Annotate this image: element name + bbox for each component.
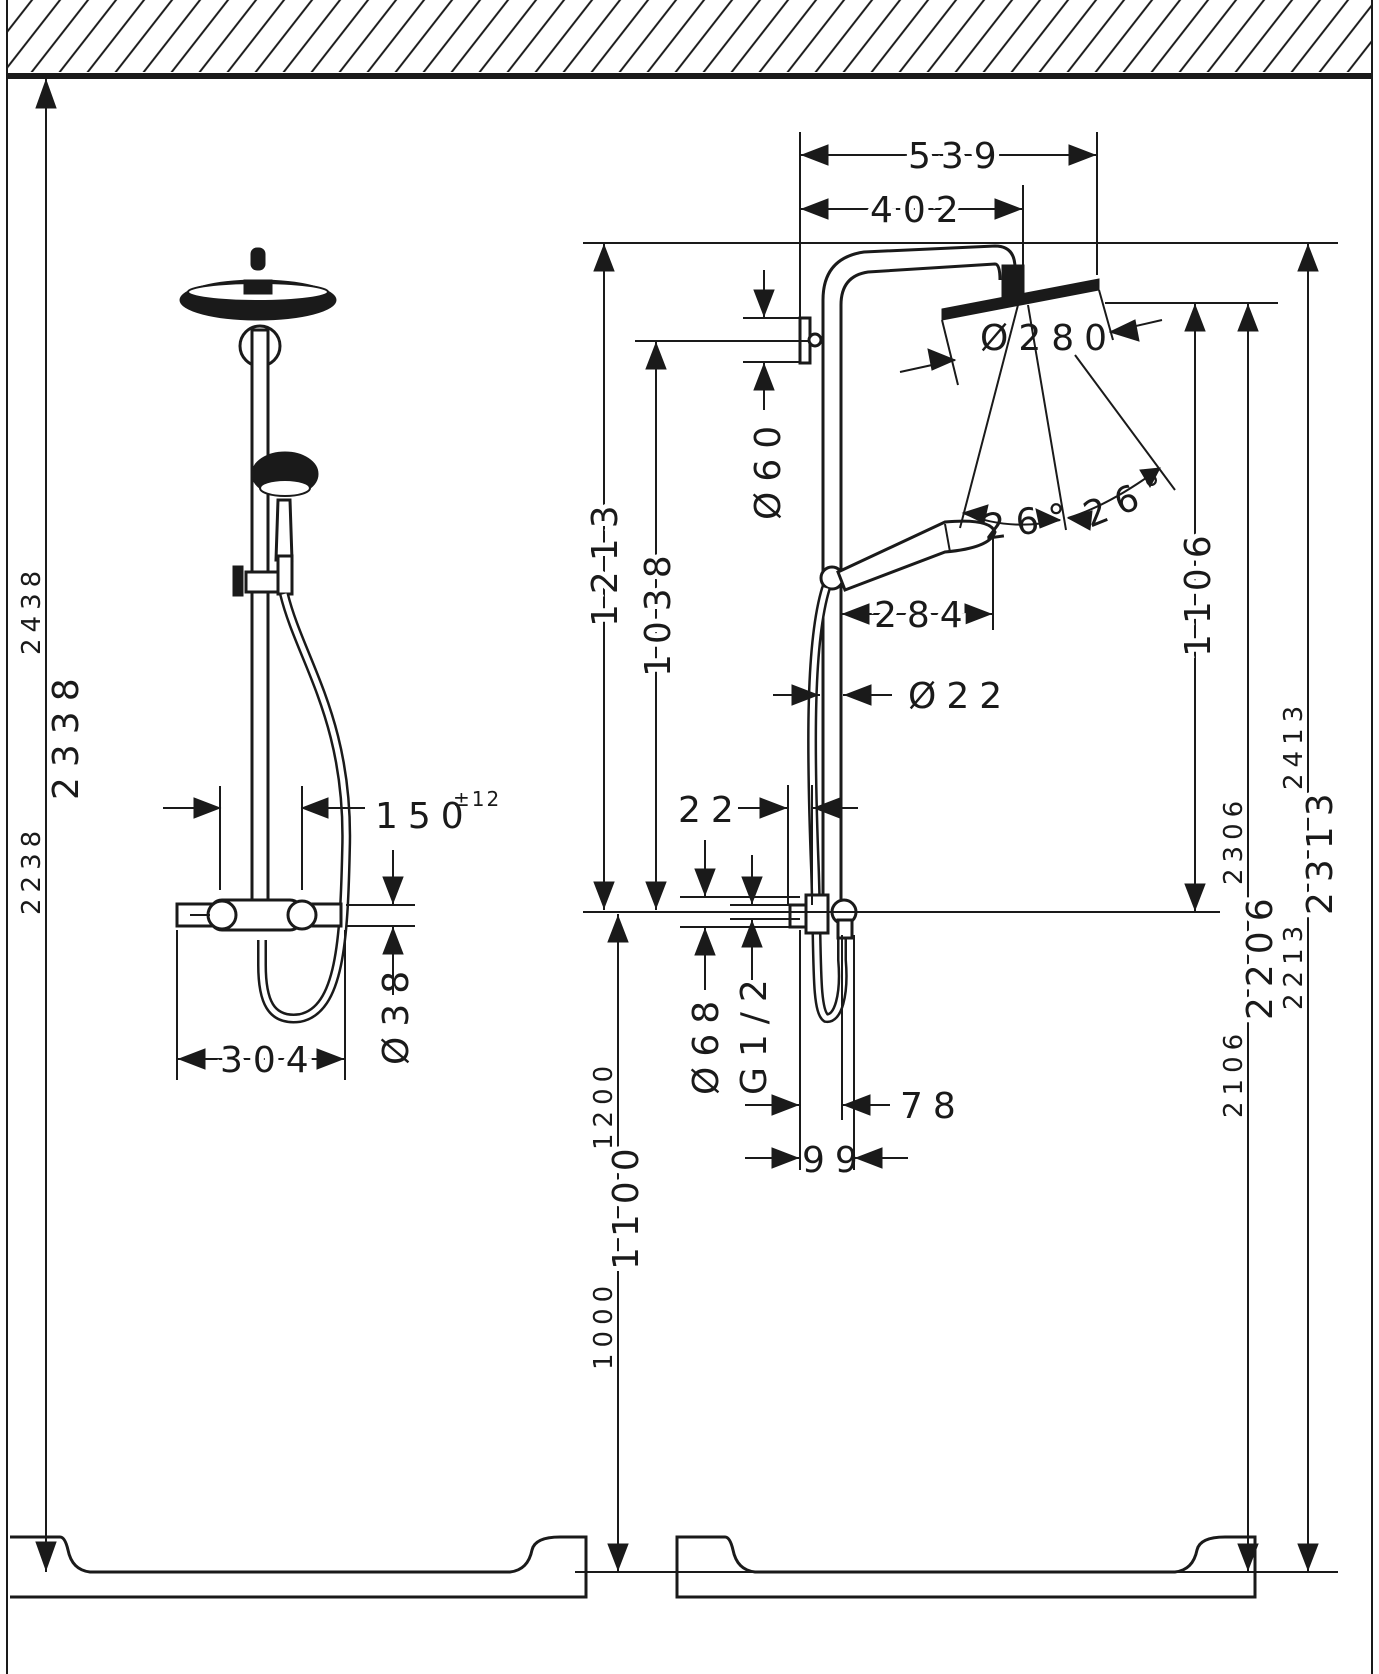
label-284: 284	[874, 595, 973, 636]
dim-width-304	[176, 930, 346, 1080]
label-angle-b: 26°	[1078, 463, 1180, 536]
dim-offset-22	[738, 785, 858, 905]
dim-dia-280	[899, 289, 1163, 386]
shower-tray-right	[675, 1535, 1257, 1599]
side-view-shower	[788, 244, 1100, 1023]
label-2106: 2106	[1219, 1028, 1249, 1118]
label-dia-68: Ø68	[686, 991, 727, 1095]
dim-spacing-150	[163, 786, 365, 890]
label-150: 150	[375, 796, 474, 837]
spray-angle-lines	[959, 304, 1176, 531]
dim-height-2206	[1237, 303, 1259, 1572]
dim-height-2313	[1297, 243, 1319, 1572]
dim-dia-68-thread	[680, 840, 800, 990]
dim-total-height	[35, 78, 57, 1572]
ceiling-hatch	[8, 0, 1371, 79]
label-150-tol: ±12	[453, 787, 501, 811]
dim-offset-78-99	[745, 930, 908, 1170]
label-2206: 2206	[1240, 888, 1281, 1020]
label-22: 22	[678, 790, 744, 831]
label-2413: 2413	[1279, 700, 1309, 790]
label-1200: 1200	[589, 1060, 619, 1150]
label-99: 99	[802, 1140, 868, 1181]
dim-dia-60	[743, 270, 800, 410]
label-g12: G1/2	[734, 969, 775, 1095]
dim-length-284	[841, 535, 994, 630]
label-dia-22: Ø22	[908, 676, 1012, 717]
front-view-shower	[175, 247, 352, 1024]
label-dia-280: Ø280	[980, 318, 1117, 359]
dim-height-1038	[635, 340, 810, 910]
label-402: 402	[870, 190, 969, 231]
label-dia-60: Ø60	[748, 416, 789, 520]
label-78: 78	[900, 1086, 966, 1127]
label-539: 539	[908, 136, 1007, 177]
label-2438: 2438	[17, 565, 47, 655]
label-angle-a: 26°	[981, 495, 1080, 549]
dim-height-1213	[593, 243, 615, 910]
label-304: 304	[220, 1040, 319, 1081]
label-2338: 2338	[46, 668, 87, 800]
dim-dia-38	[346, 850, 415, 995]
dim-reach-402	[800, 185, 1024, 265]
label-1106: 1106	[1178, 525, 1219, 657]
label-1100: 1100	[606, 1138, 647, 1270]
dim-reach-539	[799, 132, 1098, 318]
label-1213: 1213	[585, 495, 626, 627]
label-1000: 1000	[589, 1280, 619, 1370]
dim-height-1106	[1184, 303, 1206, 912]
label-2238: 2238	[17, 825, 47, 915]
label-2306: 2306	[1219, 795, 1249, 885]
dim-mount-height	[607, 914, 629, 1572]
frame	[6, 0, 1373, 1674]
label-dia-38: Ø38	[376, 961, 417, 1065]
label-2313: 2313	[1300, 783, 1341, 915]
label-1038: 1038	[638, 545, 679, 677]
label-2213: 2213	[1279, 920, 1309, 1010]
shower-tray-left	[10, 1535, 588, 1599]
dim-dia-22-hose	[773, 684, 892, 706]
